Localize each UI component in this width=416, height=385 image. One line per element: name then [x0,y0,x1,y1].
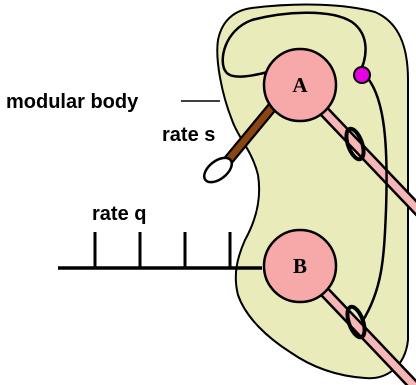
node-a-label: A [292,73,308,97]
rate-q-label: rate q [92,203,146,225]
joint-magenta [354,67,370,83]
modular-body-label: modular body [6,91,139,113]
node-b-label: B [293,254,307,278]
rate-s-label: rate s [162,124,215,146]
ratchet-q [58,232,262,268]
